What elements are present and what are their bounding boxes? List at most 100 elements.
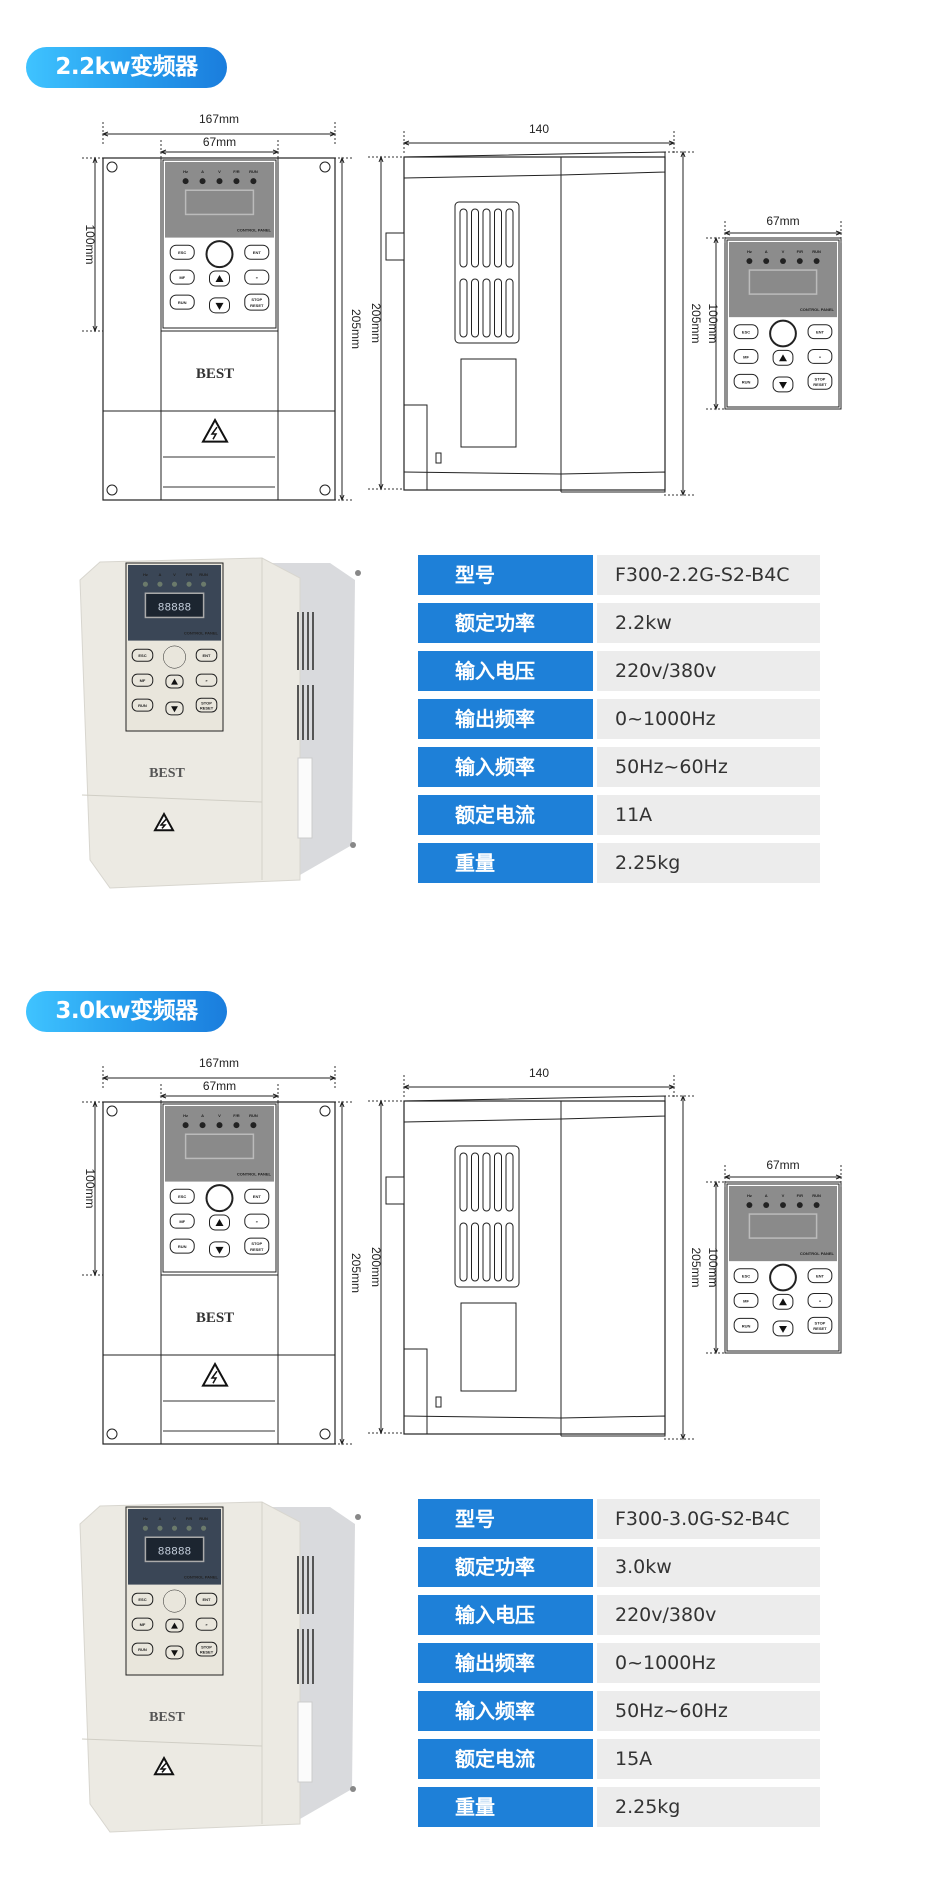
svg-text:RUN: RUN [742, 379, 751, 384]
led-indicator [199, 1122, 206, 1129]
key-shift [244, 1213, 270, 1229]
side-view-drawing: 140 200mm 205mm [368, 1066, 703, 1441]
led-indicator [216, 178, 223, 185]
key-stop-reset [807, 372, 833, 390]
svg-text:STOP: STOP [251, 1241, 262, 1246]
led-indicator [780, 1202, 786, 1209]
spec-label: 型号 [418, 555, 593, 595]
svg-text:Hz: Hz [143, 1516, 148, 1521]
spec-label: 输出频率 [418, 699, 593, 739]
svg-text:V: V [218, 169, 221, 174]
svg-text:RUN: RUN [199, 572, 208, 577]
svg-text:V: V [173, 1516, 176, 1521]
svg-text:167mm: 167mm [199, 112, 239, 126]
key-shift [195, 673, 218, 687]
svg-text:100mm: 100mm [706, 303, 720, 343]
svg-text:BEST: BEST [149, 1710, 185, 1725]
key-esc [733, 324, 759, 340]
spec-label: 输入电压 [418, 651, 593, 691]
svg-text:Hz: Hz [747, 1193, 752, 1198]
led-indicator [157, 1525, 163, 1531]
key-run [169, 294, 195, 310]
arrow-down-icon [215, 302, 224, 310]
svg-text:A: A [159, 1516, 162, 1521]
knob [205, 1184, 234, 1213]
key-esc [169, 1188, 195, 1204]
brand-logo: BEST [196, 366, 234, 382]
svg-text:167mm: 167mm [199, 1056, 239, 1070]
led-indicator [216, 1122, 223, 1129]
knob [163, 1589, 186, 1613]
side-view-drawing: 140 200mm 205mm [368, 122, 703, 497]
led-indicator [763, 258, 770, 265]
spec-row: 重量 2.25kg [418, 843, 820, 883]
spec-value: 0~1000Hz [597, 1643, 820, 1683]
led-indicator [763, 1202, 770, 1209]
svg-text:A: A [201, 169, 204, 174]
key-ent [244, 1188, 270, 1204]
spec-label: 额定功率 [418, 603, 593, 643]
spec-value: 220v/380v [597, 651, 820, 691]
svg-text:200mm: 200mm [369, 1247, 383, 1287]
svg-text:ESC: ESC [178, 250, 186, 255]
arrow-up-icon [215, 275, 224, 283]
svg-text:STOP: STOP [251, 297, 262, 302]
section-title-badge: 3.0kw变频器 [26, 991, 227, 1032]
spec-value: 0~1000Hz [597, 699, 820, 739]
panel-view-width-dimension: 67mm [723, 1158, 843, 1187]
key-esc [131, 1592, 154, 1606]
key-run [131, 1642, 154, 1656]
spec-value: F300-3.0G-S2-B4C [597, 1499, 820, 1539]
spec-row: 额定电流 15A [418, 1739, 820, 1779]
led-indicator [780, 258, 786, 265]
width-dimension: 167mm [101, 1056, 337, 1088]
svg-text:RUN: RUN [199, 1516, 208, 1521]
svg-text:»: » [819, 354, 822, 359]
spec-row: 型号 F300-3.0G-S2-B4C [418, 1499, 820, 1539]
svg-text:RUN: RUN [249, 1113, 258, 1118]
panel-height-dimension: 100mm [83, 156, 98, 333]
led-indicator [186, 1525, 192, 1531]
svg-text:F/R: F/R [186, 572, 193, 577]
panel-width-dimension: 67mm [159, 1079, 280, 1106]
svg-text:V: V [782, 249, 785, 254]
key-ent [807, 1268, 833, 1284]
section-title-badge: 2.2kw变频器 [26, 47, 227, 88]
spec-row: 输入频率 50Hz~60Hz [418, 1691, 820, 1731]
spec-label: 重量 [418, 1787, 593, 1827]
svg-text:RUN: RUN [178, 1244, 187, 1249]
svg-text:F/R: F/R [233, 1113, 240, 1118]
led-indicator [142, 581, 148, 587]
key-mf [131, 1617, 154, 1631]
svg-text:RESET: RESET [250, 1247, 264, 1252]
spec-value: 220v/380v [597, 1595, 820, 1635]
led-indicator [813, 1202, 820, 1209]
knob [769, 1263, 797, 1292]
high-voltage-warning-icon [153, 1755, 175, 1776]
spec-value: F300-2.2G-S2-B4C [597, 555, 820, 595]
svg-text:67mm: 67mm [203, 1079, 236, 1093]
svg-text:140: 140 [529, 1066, 549, 1080]
svg-text:»: » [256, 275, 259, 280]
svg-text:RUN: RUN [812, 249, 821, 254]
svg-text:V: V [782, 1193, 785, 1198]
svg-text:88888: 88888 [158, 1547, 191, 1559]
svg-text:ESC: ESC [742, 1274, 750, 1279]
svg-text:STOP: STOP [815, 1320, 826, 1325]
svg-text:100mm: 100mm [83, 224, 97, 264]
svg-text:F/R: F/R [233, 169, 240, 174]
svg-text:Hz: Hz [183, 169, 188, 174]
svg-text:A: A [765, 1193, 768, 1198]
key-shift [807, 1293, 833, 1308]
svg-text:CONTROL PANEL: CONTROL PANEL [184, 1575, 219, 1580]
key-shift [807, 349, 833, 364]
key-esc [169, 244, 195, 260]
svg-text:Hz: Hz [183, 1113, 188, 1118]
